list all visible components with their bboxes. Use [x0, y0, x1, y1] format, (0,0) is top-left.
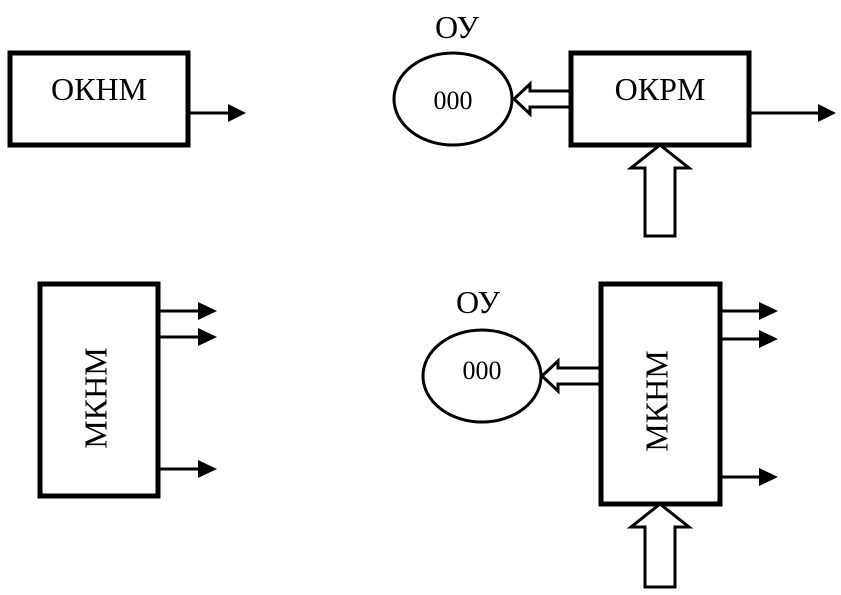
mkhm-left-output-arrow-2	[158, 328, 217, 346]
ou-top-caption: ОУ	[435, 9, 479, 45]
ou-bottom-value: 000	[463, 356, 502, 385]
okrm-output-arrow	[749, 104, 836, 122]
mkhm-right-block: МКНМ	[598, 281, 723, 507]
mkhm-left-output-arrow-1	[158, 302, 217, 320]
okrm-block: ОКРМ	[568, 50, 752, 148]
okhm-block: ОКНМ	[7, 50, 191, 148]
mkhm-right-input-hollow-arrow	[626, 502, 694, 589]
okhm-label: ОКНМ	[51, 71, 147, 107]
mkhm-left-label: МКНМ	[77, 347, 113, 448]
mkhm-right-output-arrow-1	[720, 302, 778, 320]
mkhm-right-output-arrow-3	[720, 468, 778, 486]
okhm-box	[7, 50, 191, 148]
okrm-input-hollow-arrow	[626, 143, 694, 238]
mkhm-to-ou-hollow-arrow	[539, 357, 602, 395]
mkhm-left-box	[37, 281, 161, 499]
ou-bottom-ellipse: 000	[421, 328, 543, 424]
mkhm-left-block: МКНМ	[37, 281, 161, 499]
mkhm-right-output-arrow-2	[720, 330, 778, 348]
mkhm-right-box	[598, 281, 723, 507]
mkhm-left-output-arrow-3	[158, 460, 217, 478]
okrm-label: ОКРМ	[615, 71, 706, 107]
ou-bottom-caption: ОУ	[456, 284, 500, 320]
mkhm-right-label: МКНМ	[638, 350, 674, 451]
ou-top-ellipse: 000	[392, 51, 514, 147]
okrm-to-ou-hollow-arrow	[511, 80, 573, 118]
okhm-output-arrow	[188, 104, 246, 122]
ou-top-value: 000	[434, 86, 473, 115]
